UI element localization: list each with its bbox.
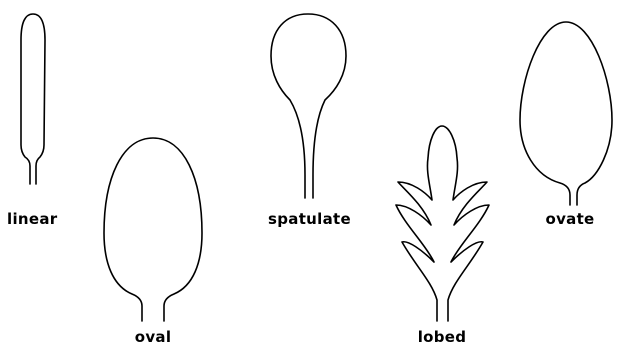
- leaf-spatulate: spatulate: [268, 14, 351, 228]
- leaf-linear: linear: [7, 14, 58, 228]
- leaf-ovate-outline: [520, 22, 612, 205]
- leaf-ovate: ovate: [520, 22, 612, 228]
- leaf-oval: oval: [104, 138, 202, 345]
- label-oval: oval: [135, 328, 172, 345]
- label-lobed: lobed: [418, 328, 467, 345]
- label-linear: linear: [7, 210, 58, 228]
- leaf-linear-outline: [21, 14, 45, 184]
- leaf-oval-outline: [104, 138, 202, 321]
- label-ovate: ovate: [545, 210, 594, 228]
- label-spatulate: spatulate: [268, 210, 351, 228]
- leaf-spatulate-outline: [271, 14, 346, 198]
- leaf-lobed-outline: [396, 126, 489, 321]
- leaf-lobed: lobed: [396, 126, 489, 345]
